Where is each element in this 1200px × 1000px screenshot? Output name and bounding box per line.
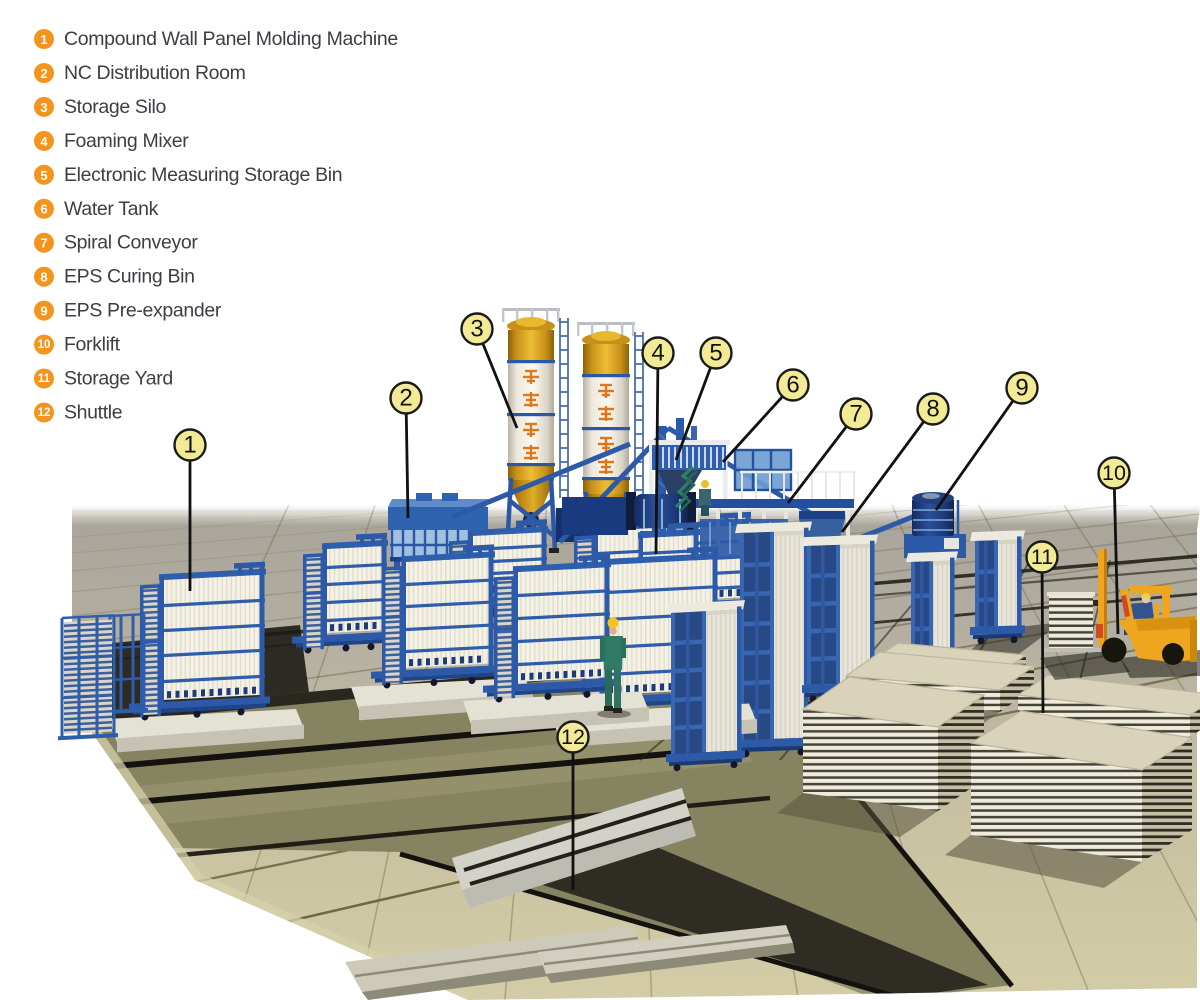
svg-text:6: 6 — [40, 202, 47, 217]
svg-text:Storage Yard: Storage Yard — [64, 368, 173, 390]
svg-text:2: 2 — [40, 66, 47, 81]
svg-text:Forklift: Forklift — [64, 334, 121, 356]
svg-text:Foaming Mixer: Foaming Mixer — [64, 130, 189, 152]
svg-text:Spiral Conveyor: Spiral Conveyor — [64, 232, 198, 254]
svg-text:3: 3 — [40, 100, 47, 115]
svg-text:9: 9 — [1015, 375, 1028, 402]
svg-text:12: 12 — [38, 407, 51, 419]
svg-text:7: 7 — [40, 236, 47, 251]
svg-text:8: 8 — [40, 270, 47, 285]
svg-text:4: 4 — [651, 340, 664, 367]
svg-text:1: 1 — [40, 32, 47, 47]
svg-text:1: 1 — [183, 432, 196, 459]
svg-text:4: 4 — [40, 134, 48, 149]
svg-text:Water Tank: Water Tank — [64, 198, 159, 220]
svg-text:Electronic Measuring Storage B: Electronic Measuring Storage Bin — [64, 164, 342, 186]
svg-text:Compound Wall Panel Molding Ma: Compound Wall Panel Molding Machine — [64, 28, 398, 50]
svg-text:11: 11 — [38, 373, 51, 385]
svg-text:12: 12 — [561, 725, 585, 749]
svg-text:EPS Curing Bin: EPS Curing Bin — [64, 266, 195, 288]
svg-text:2: 2 — [399, 385, 412, 412]
svg-text:11: 11 — [1031, 545, 1053, 569]
svg-text:Storage Silo: Storage Silo — [64, 96, 167, 118]
svg-text:7: 7 — [849, 401, 862, 428]
svg-text:10: 10 — [38, 339, 51, 351]
svg-text:6: 6 — [786, 372, 799, 399]
svg-text:9: 9 — [40, 304, 47, 319]
svg-text:Shuttle: Shuttle — [64, 402, 122, 424]
svg-text:NC Distribution Room: NC Distribution Room — [64, 62, 246, 84]
svg-text:10: 10 — [1102, 461, 1126, 485]
svg-text:3: 3 — [470, 316, 483, 343]
svg-text:5: 5 — [709, 340, 722, 367]
svg-text:8: 8 — [926, 396, 939, 423]
svg-text:5: 5 — [40, 168, 47, 183]
svg-text:EPS Pre-expander: EPS Pre-expander — [64, 300, 222, 322]
